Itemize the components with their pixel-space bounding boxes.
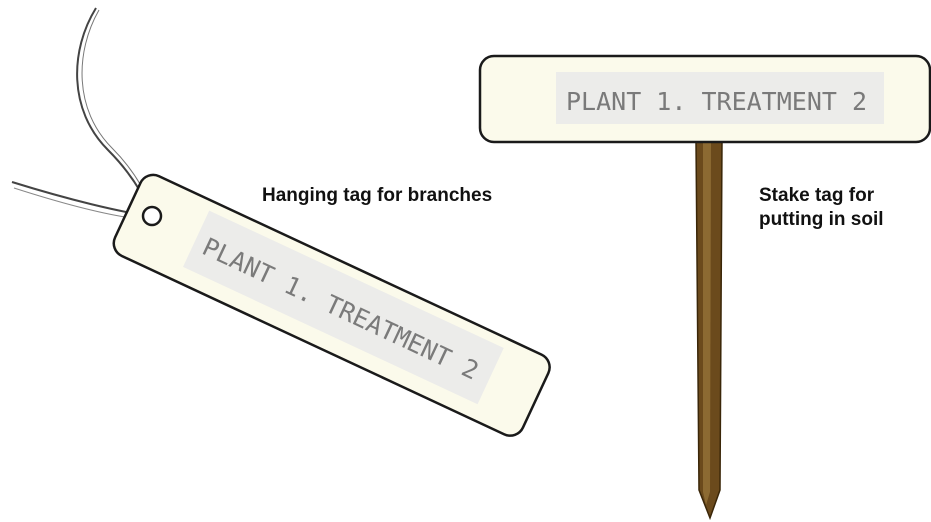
hanging-tag-eyelet [143,207,161,225]
hanging-tag: PLANT 1. TREATMENT 2 [12,8,554,440]
stake-tag-caption-line1: Stake tag for [759,184,884,208]
stake-tag: PLANT 1. TREATMENT 2 [480,56,930,518]
stake-tag-caption-line2: putting in soil [759,208,884,232]
hanging-tag-caption: Hanging tag for branches [262,184,492,208]
stake-tag-caption: Stake tag for putting in soil [759,184,884,232]
stake-post-highlight [703,142,711,505]
stake-tag-label: PLANT 1. TREATMENT 2 [566,87,867,116]
tag-wire-upper-inner [82,10,152,208]
